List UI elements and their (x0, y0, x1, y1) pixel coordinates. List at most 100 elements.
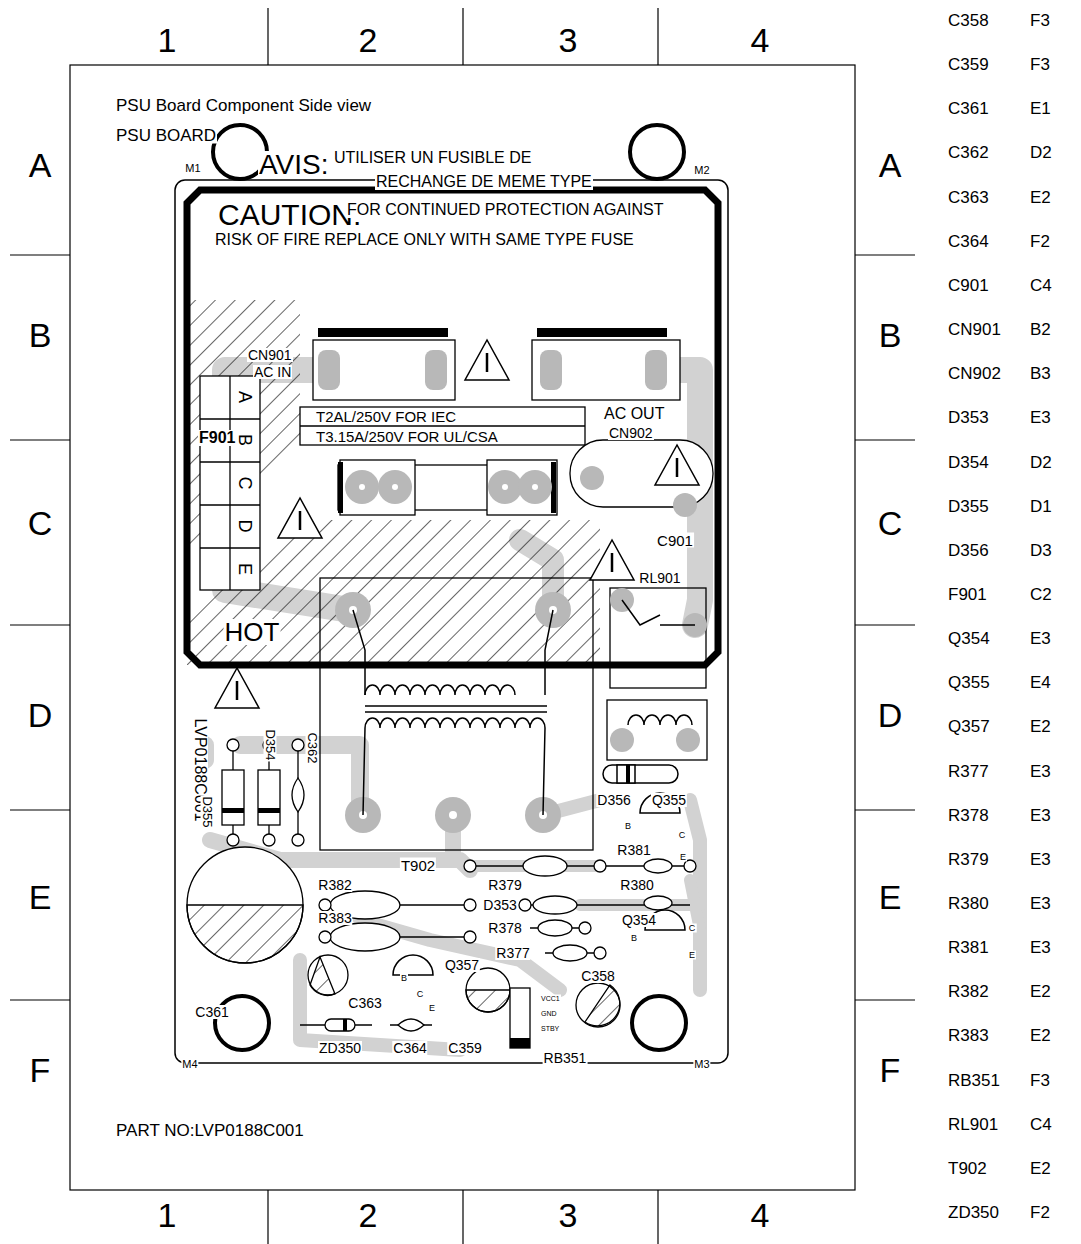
index-part-name: R380 (948, 895, 989, 912)
part-label: D356 (596, 793, 631, 807)
warning-text: FOR CONTINUED PROTECTION AGAINST (346, 202, 664, 218)
table-cell: A (236, 390, 254, 404)
index-part-name: R379 (948, 850, 989, 867)
index-grid-location: E2 (1030, 718, 1051, 735)
part-label: D353 (482, 898, 517, 912)
part-label: R381 (616, 843, 651, 857)
part-label: C358 (580, 969, 615, 983)
index-grid-location: E3 (1030, 762, 1051, 779)
index-grid-location: D3 (1030, 541, 1052, 558)
index-grid-location: E3 (1030, 806, 1051, 823)
part-label: R380 (619, 878, 654, 892)
index-grid-location: F2 (1030, 232, 1050, 249)
index-part-name: R383 (948, 1027, 989, 1044)
index-part-name: C364 (948, 232, 989, 249)
index-grid-location: C4 (1030, 1115, 1052, 1132)
index-part-name: R378 (948, 806, 989, 823)
pin-label: E (679, 853, 687, 862)
warning-text: RISK OF FIRE REPLACE ONLY WITH SAME TYPE… (214, 232, 635, 248)
part-label: RB351 (543, 1051, 588, 1065)
part-label: C364 (392, 1041, 427, 1055)
index-grid-location: F3 (1030, 12, 1050, 29)
grid-row-letter: B (29, 318, 52, 352)
grid-row-letter: C (878, 506, 903, 540)
pin-label: C (416, 990, 425, 999)
part-label: Q355 (651, 793, 687, 807)
pin-label: E (428, 1004, 436, 1013)
index-part-name: C901 (948, 276, 989, 293)
part-label: C361 (194, 1005, 229, 1019)
index-grid-location: D1 (1030, 497, 1052, 514)
index-part-name: C361 (948, 100, 989, 117)
index-part-name: D353 (948, 409, 989, 426)
fuse-rating: T2AL/250V FOR IEC (315, 409, 457, 424)
fuse-label: F901 (198, 430, 236, 446)
pin-label: C (678, 831, 687, 840)
grid-row-letter: D (878, 698, 903, 732)
index-part-name: Q355 (948, 674, 990, 691)
index-grid-location: E3 (1030, 895, 1051, 912)
part-label: Q357 (444, 958, 480, 972)
warning-heading: CAUTION: (217, 200, 362, 230)
index-part-name: C358 (948, 12, 989, 29)
part-label: C901 (656, 533, 694, 548)
index-part-name: Q354 (948, 630, 990, 647)
index-part-name: CN901 (948, 321, 1001, 338)
grid-row-letter: A (879, 148, 902, 182)
part-label: T902 (400, 858, 436, 873)
grid-column-number: 4 (751, 1198, 770, 1232)
index-part-name: C362 (948, 144, 989, 161)
grid-row-letter: C (28, 506, 53, 540)
mount-hole-label: M4 (181, 1059, 198, 1070)
mount-hole-label: M1 (184, 163, 201, 174)
pin-label: C (688, 924, 697, 933)
table-cell: D (236, 519, 254, 534)
part-label: C363 (347, 996, 382, 1010)
index-grid-location: D2 (1030, 453, 1052, 470)
grid-row-letter: B (879, 318, 902, 352)
part-label: D355 (201, 795, 214, 828)
index-part-name: D354 (948, 453, 989, 470)
grid-row-letter: A (29, 148, 52, 182)
index-grid-location: E1 (1030, 100, 1051, 117)
index-part-name: C359 (948, 56, 989, 73)
connector-label: AC IN (253, 365, 292, 379)
grid-column-number: 4 (751, 23, 770, 57)
index-part-name: T902 (948, 1159, 987, 1176)
warning-text: RECHANGE DE MEME TYPE (375, 174, 593, 190)
grid-row-letter: D (28, 698, 53, 732)
index-grid-location: B3 (1030, 365, 1051, 382)
index-part-name: R377 (948, 762, 989, 779)
index-part-name: R382 (948, 983, 989, 1000)
index-grid-location: E2 (1030, 1027, 1051, 1044)
index-part-name: D355 (948, 497, 989, 514)
hot-zone-label: HOT (224, 619, 281, 645)
index-part-name: RL901 (948, 1115, 998, 1132)
part-label: D354 (264, 728, 277, 761)
grid-row-letter: F (880, 1053, 901, 1087)
index-grid-location: B2 (1030, 321, 1051, 338)
pin-label: STBY (540, 1025, 560, 1032)
grid-column-number: 2 (359, 1198, 378, 1232)
board-title: PSU Board Component Side view (115, 97, 372, 114)
connector-label: AC OUT (603, 406, 665, 422)
index-grid-location: E3 (1030, 409, 1051, 426)
mount-hole-label: M2 (693, 165, 710, 176)
pin-label: GND (540, 1010, 558, 1017)
index-part-name: RB351 (948, 1071, 1000, 1088)
grid-column-number: 2 (359, 23, 378, 57)
pin-label: E (688, 951, 696, 960)
index-part-name: ZD350 (948, 1204, 999, 1221)
part-label: Q354 (621, 913, 657, 927)
part-label: R377 (495, 946, 530, 960)
index-grid-location: D2 (1030, 144, 1052, 161)
part-label: C359 (447, 1041, 482, 1055)
table-cell: E (236, 562, 254, 576)
index-grid-location: E3 (1030, 850, 1051, 867)
index-grid-location: C4 (1030, 276, 1052, 293)
part-label: RL901 (638, 571, 681, 585)
pin-label: B (400, 974, 408, 983)
index-grid-location: E2 (1030, 983, 1051, 1000)
index-grid-location: F3 (1030, 1071, 1050, 1088)
part-number-note: PART NO:LVP0188C001 (115, 1122, 305, 1139)
